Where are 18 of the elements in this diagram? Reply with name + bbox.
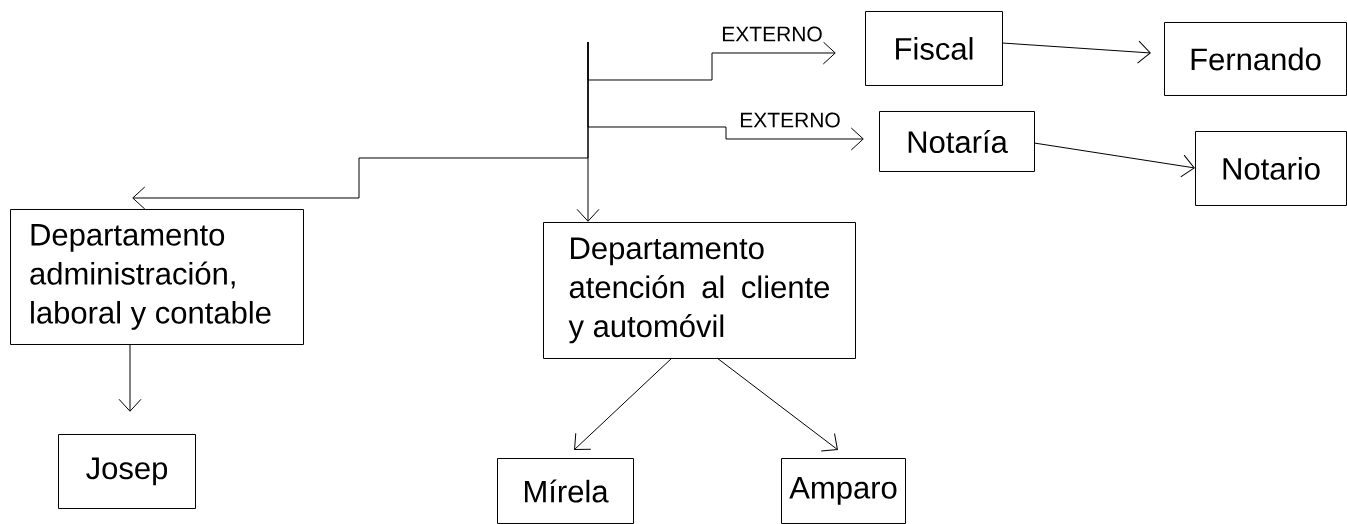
edge-label: EXTERNO [738,111,842,129]
person-box: Fernando [1164,22,1347,96]
arrow [587,41,836,81]
edge-label: EXTERNO [720,25,824,43]
department-box: Departamento administración, laboral y contable [10,209,304,345]
office-box: Fiscal [865,11,1003,86]
arrow [576,41,600,222]
arrow [118,343,142,412]
person-box: Amparo [781,458,906,524]
person-box: Notario [1195,131,1347,206]
office-box: Notaría [879,111,1035,172]
person-box: Mírela [497,458,634,524]
department-box: Departamento atención al cliente y automóvil [543,222,856,359]
person-box: Josep [58,434,196,509]
arrow [1001,40,1151,64]
arrow [574,357,673,450]
arrow [1033,142,1195,178]
arrow [716,357,838,452]
